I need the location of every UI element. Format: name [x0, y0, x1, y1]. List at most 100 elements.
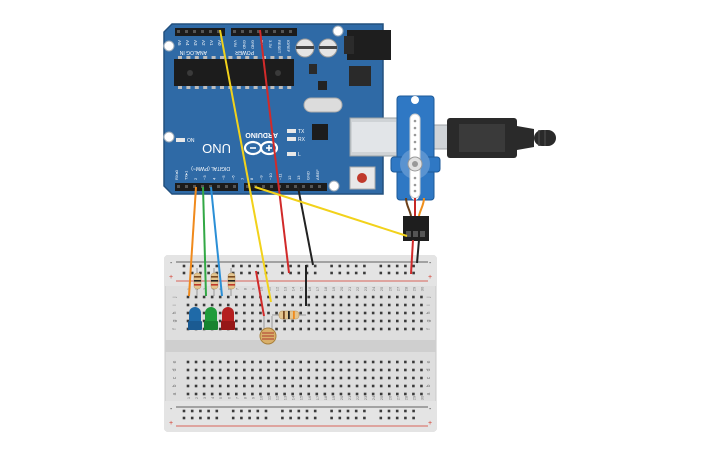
- rail-hole[interactable]: [338, 264, 342, 268]
- breadboard-hole[interactable]: [307, 311, 311, 315]
- rail-hole[interactable]: [281, 271, 284, 275]
- breadboard-hole[interactable]: [291, 376, 294, 380]
- breadboard-hole[interactable]: [283, 303, 286, 307]
- breadboard-hole[interactable]: [210, 295, 214, 299]
- breadboard-hole[interactable]: [283, 384, 286, 388]
- breadboard-hole[interactable]: [363, 319, 367, 323]
- rail-hole[interactable]: [240, 409, 243, 413]
- breadboard-hole[interactable]: [251, 319, 254, 323]
- rail-hole[interactable]: [240, 264, 243, 268]
- breadboard-hole[interactable]: [315, 376, 319, 380]
- breadboard-hole[interactable]: [331, 327, 335, 331]
- breadboard-hole[interactable]: [283, 360, 286, 364]
- breadboard-hole[interactable]: [202, 295, 206, 299]
- rail-hole[interactable]: [346, 409, 350, 413]
- breadboard-hole[interactable]: [267, 376, 270, 380]
- breadboard-hole[interactable]: [355, 319, 359, 323]
- breadboard-hole[interactable]: [420, 376, 423, 380]
- breadboard-hole[interactable]: [355, 327, 359, 331]
- breadboard-hole[interactable]: [299, 360, 302, 364]
- breadboard-hole[interactable]: [251, 376, 254, 380]
- breadboard-hole[interactable]: [226, 360, 230, 364]
- rail-hole[interactable]: [297, 416, 301, 420]
- breadboard-hole[interactable]: [371, 392, 375, 396]
- breadboard-hole[interactable]: [307, 368, 311, 372]
- breadboard-hole[interactable]: [323, 384, 327, 388]
- rail-hole[interactable]: [305, 409, 309, 413]
- breadboard-hole[interactable]: [323, 303, 327, 307]
- breadboard-hole[interactable]: [275, 376, 278, 380]
- breadboard-hole[interactable]: [202, 311, 206, 315]
- breadboard-hole[interactable]: [202, 319, 206, 323]
- breadboard-hole[interactable]: [291, 327, 294, 331]
- breadboard-hole[interactable]: [275, 384, 278, 388]
- breadboard-hole[interactable]: [210, 376, 214, 380]
- rail-hole[interactable]: [199, 416, 202, 420]
- rail-hole[interactable]: [248, 409, 251, 413]
- breadboard-hole[interactable]: [315, 303, 319, 307]
- breadboard-hole[interactable]: [267, 392, 270, 396]
- breadboard-hole[interactable]: [323, 360, 327, 364]
- breadboard-hole[interactable]: [396, 384, 399, 388]
- breadboard-hole[interactable]: [251, 295, 254, 299]
- breadboard-hole[interactable]: [251, 311, 254, 315]
- breadboard-hole[interactable]: [218, 360, 222, 364]
- breadboard-hole[interactable]: [323, 319, 327, 323]
- rail-hole[interactable]: [231, 264, 235, 268]
- rail-hole[interactable]: [215, 416, 219, 420]
- header-hole[interactable]: [262, 185, 265, 188]
- breadboard-hole[interactable]: [235, 303, 238, 307]
- rail-hole[interactable]: [256, 416, 260, 420]
- breadboard-hole[interactable]: [347, 384, 351, 388]
- rail-hole[interactable]: [281, 264, 284, 268]
- header-hole[interactable]: [249, 30, 252, 33]
- rail-hole[interactable]: [404, 271, 407, 275]
- rail-hole[interactable]: [387, 271, 391, 275]
- breadboard-hole[interactable]: [299, 303, 302, 307]
- breadboard-hole[interactable]: [259, 319, 262, 323]
- breadboard-hole[interactable]: [315, 368, 319, 372]
- header-hole[interactable]: [302, 185, 305, 188]
- breadboard-hole[interactable]: [323, 392, 327, 396]
- breadboard-hole[interactable]: [226, 368, 230, 372]
- rail-hole[interactable]: [182, 409, 186, 413]
- breadboard-hole[interactable]: [315, 327, 319, 331]
- rail-hole[interactable]: [256, 264, 260, 268]
- rail-hole[interactable]: [363, 264, 366, 268]
- rail-hole[interactable]: [182, 271, 186, 275]
- breadboard-hole[interactable]: [331, 368, 335, 372]
- breadboard-hole[interactable]: [202, 303, 206, 307]
- breadboard-hole[interactable]: [243, 368, 246, 372]
- rail-hole[interactable]: [215, 264, 219, 268]
- breadboard-hole[interactable]: [396, 319, 399, 323]
- breadboard-hole[interactable]: [371, 303, 375, 307]
- rail-hole[interactable]: [330, 264, 333, 268]
- rail-hole[interactable]: [395, 264, 399, 268]
- breadboard-hole[interactable]: [235, 295, 238, 299]
- breadboard-hole[interactable]: [347, 360, 351, 364]
- rail-hole[interactable]: [363, 416, 366, 420]
- breadboard-hole[interactable]: [299, 327, 302, 331]
- breadboard-hole[interactable]: [267, 303, 270, 307]
- rail-hole[interactable]: [231, 416, 235, 420]
- rail-hole[interactable]: [289, 271, 292, 275]
- breadboard-hole[interactable]: [243, 303, 246, 307]
- rail-hole[interactable]: [182, 416, 186, 420]
- breadboard-hole[interactable]: [186, 319, 190, 323]
- rail-hole[interactable]: [190, 416, 194, 420]
- breadboard-hole[interactable]: [194, 368, 198, 372]
- breadboard-hole[interactable]: [202, 384, 206, 388]
- breadboard-hole[interactable]: [379, 360, 383, 364]
- breadboard-hole[interactable]: [355, 384, 359, 388]
- breadboard-hole[interactable]: [396, 327, 399, 331]
- breadboard-hole[interactable]: [339, 303, 343, 307]
- breadboard-hole[interactable]: [186, 360, 190, 364]
- header-hole[interactable]: [201, 30, 204, 33]
- header-hole[interactable]: [185, 185, 188, 188]
- breadboard-hole[interactable]: [339, 360, 343, 364]
- rail-hole[interactable]: [264, 416, 268, 420]
- breadboard-hole[interactable]: [194, 392, 198, 396]
- breadboard-hole[interactable]: [379, 295, 383, 299]
- breadboard-hole[interactable]: [235, 368, 238, 372]
- breadboard-hole[interactable]: [323, 295, 327, 299]
